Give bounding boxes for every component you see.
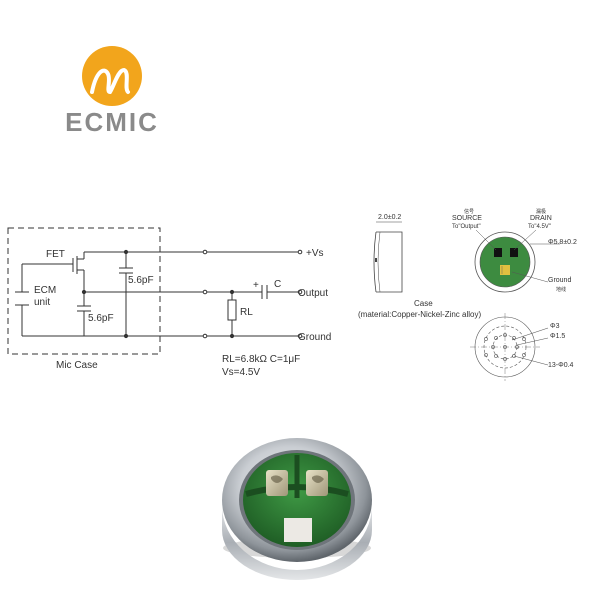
fet-label: FET <box>46 249 65 260</box>
side-view-drawing <box>373 221 403 293</box>
logo-m-swoosh-icon <box>90 67 130 95</box>
hole-label-3: 13-Φ0.4 <box>548 362 574 369</box>
ecmic-logo: ECMIC <box>65 46 159 137</box>
ground-drawing-label: Ground <box>548 277 571 284</box>
values-line1: RL=6.8kΩ C=1μF <box>222 354 300 365</box>
plus-label: + <box>253 280 259 291</box>
mic-pad-ground <box>284 518 312 542</box>
mic-case-boundary <box>7 227 161 355</box>
source-label: SOURCE <box>452 215 482 222</box>
case-material: (material:Copper-Nickel-Zinc alloy) <box>358 310 481 319</box>
back-view-drawing <box>474 229 560 293</box>
rl-label: RL <box>240 307 253 318</box>
case-hole-labels: Φ3 Φ1.5 13-Φ0.4 <box>548 323 574 369</box>
back-view-labels: 信号 SOURCE To"Output" 漏极 DRAIN To"4.5V" Φ… <box>452 208 577 293</box>
ecm-unit-label: unit <box>34 297 50 308</box>
logo-circle-icon <box>82 46 142 106</box>
case-hole-drawing <box>470 313 549 381</box>
thickness-label: 2.0±0.2 <box>378 214 401 221</box>
schematic-labels: FET ECM unit 5.6pF 5.6pF +Vs Output Grou… <box>34 248 331 378</box>
circuit-schematic <box>7 227 303 355</box>
vs-label: +Vs <box>306 248 324 259</box>
hole-label-2: Φ1.5 <box>550 333 565 340</box>
mic-pad-drain <box>306 470 328 496</box>
values-line2: Vs=4.5V <box>222 367 260 378</box>
ground-label: Ground <box>298 332 331 343</box>
drain-to-label: To"4.5V" <box>528 224 551 230</box>
source-to-label: To"Output" <box>452 224 481 230</box>
diameter-label: Φ5.8±0.2 <box>548 239 577 246</box>
cap-bottom-label: 5.6pF <box>88 313 114 324</box>
hole-label-1: Φ3 <box>550 323 560 330</box>
microphone-photo <box>222 438 372 580</box>
c-label: C <box>274 279 281 290</box>
mic-case-label: Mic Case <box>56 360 98 371</box>
case-title: Case <box>414 299 433 308</box>
source-cn-label: 信号 <box>464 208 474 215</box>
drain-label: DRAIN <box>530 215 552 222</box>
logo-brand-text: ECMIC <box>65 107 159 137</box>
cap-top-label: 5.6pF <box>128 275 154 286</box>
drain-cn-label: 漏极 <box>536 208 546 215</box>
ground-cn-label: 地线 <box>556 286 566 293</box>
ecm-label: ECM <box>34 285 56 296</box>
output-label: Output <box>298 288 328 299</box>
